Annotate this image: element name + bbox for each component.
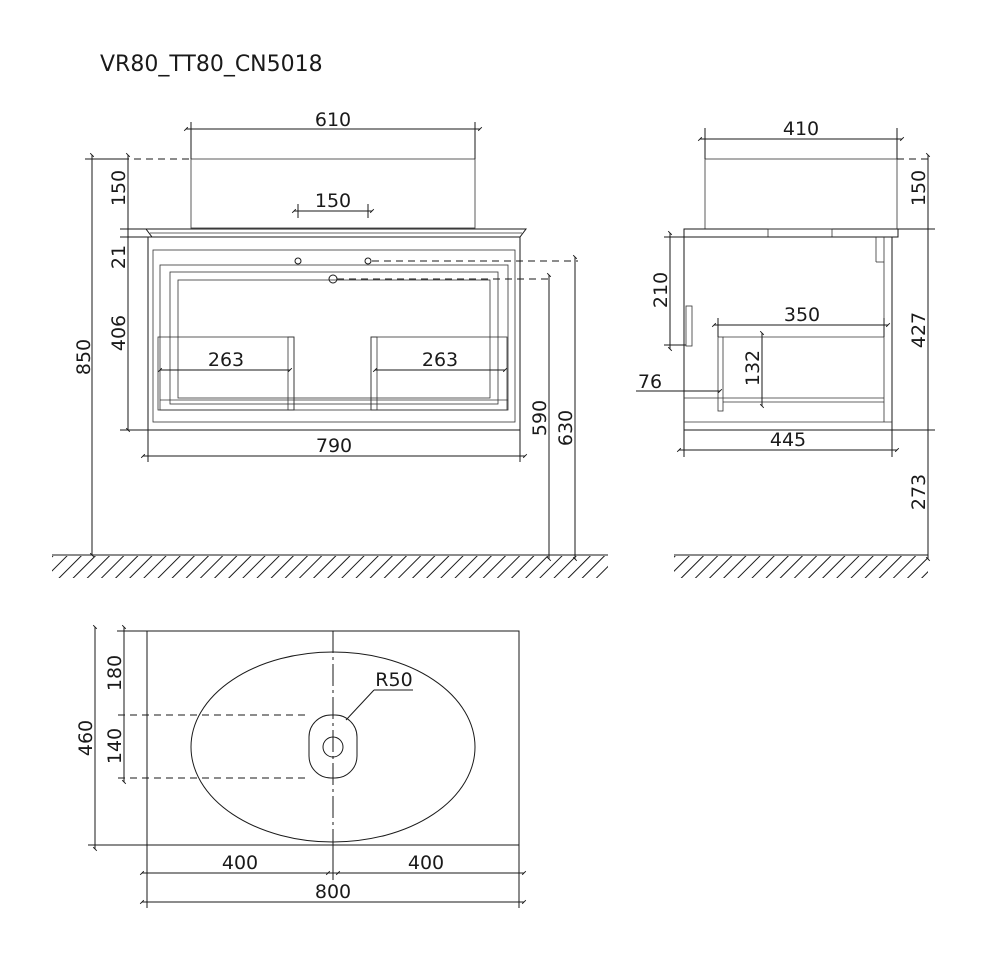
side-cabinet [683,236,893,431]
front-cabinet-frame [152,249,516,423]
dim-side-basin-height: 150 [908,170,930,206]
front-drawer-right-front [370,336,378,411]
front-floor-hatch [52,556,608,578]
dim-cabinet-height: 406 [108,315,130,351]
dim-top-half-left: 400 [222,852,258,874]
front-drawer-left-front [287,336,295,411]
dim-drawer-right: 263 [422,349,458,371]
dim-top-thickness: 21 [108,245,130,269]
front-basin [190,158,476,229]
dim-top-radius: R50 [375,669,412,691]
dim-drawer-left: 263 [208,349,244,371]
dim-total-height: 850 [73,339,95,375]
dim-side-upper-drawer: 210 [650,272,672,308]
side-drawer-front [717,336,724,412]
front-view: 610 150 150 21 406 850 263 263 790 590 6… [52,109,608,578]
side-door-handle [685,305,693,347]
dim-basin-height: 150 [108,170,130,206]
radius-leader [345,689,375,721]
side-countertop [683,228,899,238]
dim-side-drawer-depth: 350 [784,304,820,326]
dim-overflow-height: 630 [555,410,577,446]
side-countertop-cutout [767,228,833,238]
dim-top-total-width: 800 [315,881,351,903]
dim-drain-height: 590 [529,400,551,436]
dim-top-half-right: 400 [408,852,444,874]
dim-side-floor-clearance: 273 [908,474,930,510]
top-view: R50 180 140 460 400 400 800 [75,624,527,908]
dim-side-cabinet-height: 427 [908,312,930,348]
dim-side-cabinet-depth: 445 [770,429,806,451]
dim-basin-width: 610 [315,109,351,131]
dim-top-drain-span: 140 [104,728,126,764]
side-basin [704,158,898,230]
front-drain [328,274,338,284]
front-door-frame-outer [159,264,509,411]
side-floor-hatch [674,556,928,578]
front-cabinet [147,236,521,431]
front-door-frame-mid [169,271,499,405]
dim-side-drawer-height: 132 [742,350,764,386]
dim-top-total-depth: 460 [75,720,97,756]
drawing-title: VR80_TT80_CN5018 [100,52,323,77]
side-view: 410 150 427 273 210 350 132 76 445 [636,118,935,578]
dim-overflow-spacing: 150 [315,190,351,212]
dim-side-basin-depth: 410 [783,118,819,140]
front-overflow-right [364,257,372,265]
front-overflow-left [294,257,302,265]
front-drawer-right [370,336,508,411]
dim-cabinet-width: 790 [316,435,352,457]
front-door-frame-inner [177,279,491,399]
dim-top-edge-offset: 180 [104,655,126,691]
dim-side-drawer-offset: 76 [638,371,662,393]
